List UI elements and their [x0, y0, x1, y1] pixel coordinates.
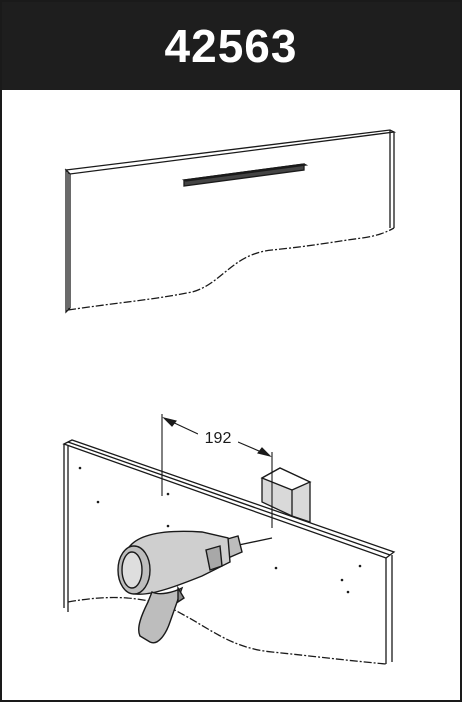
dimension-label: 192 — [198, 430, 238, 448]
bracket-icon — [260, 467, 312, 523]
drill-marks — [78, 466, 362, 594]
drill-icon — [117, 530, 273, 644]
handle-bar — [181, 163, 309, 187]
article-number: 42563 — [164, 20, 298, 72]
step2-panel — [62, 439, 396, 665]
dimension-lines — [161, 414, 273, 528]
step1-panel — [64, 129, 397, 314]
header-bar: 42563 — [2, 2, 460, 90]
